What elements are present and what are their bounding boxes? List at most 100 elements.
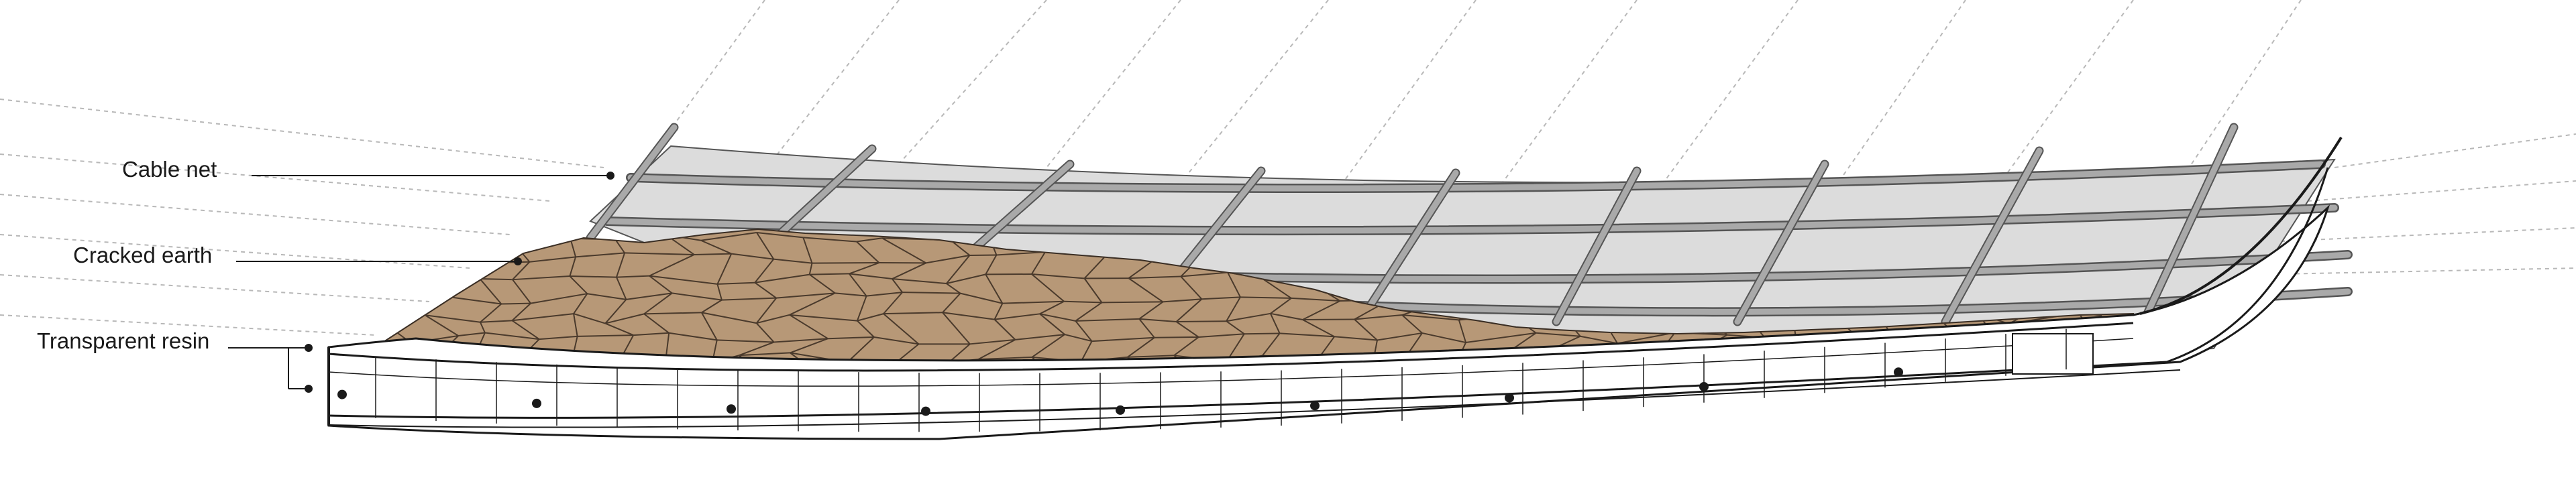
cable: [1941, 146, 2044, 326]
crack-segment: [1279, 332, 1335, 338]
crack-segment: [809, 273, 849, 275]
resin-bottom-line: [328, 369, 2181, 428]
crack-segment: [1091, 336, 1155, 342]
crack-segment: [1198, 333, 1244, 338]
crack-segment: [484, 332, 539, 340]
leader-dot: [305, 385, 313, 393]
crack-segment: [1262, 332, 1281, 357]
cable: [2142, 123, 2239, 320]
crack-segment: [396, 294, 435, 298]
crack-segment: [789, 314, 857, 322]
crack-segment: [978, 356, 1032, 361]
crack-segment: [1083, 277, 1103, 303]
crack-segment: [1176, 320, 1227, 322]
crack-segment: [756, 314, 790, 324]
crack-segment: [669, 332, 717, 341]
crack-segment: [1064, 300, 1102, 304]
crack-segment: [649, 275, 673, 294]
crack-segment: [948, 343, 971, 363]
cable: [1552, 166, 1642, 326]
crack-segment: [1458, 320, 1467, 343]
resin-right-sweep-inner: [2166, 167, 2329, 363]
crack-segment: [1244, 332, 1280, 335]
crack-segment: [942, 312, 971, 344]
crack-segment: [1128, 277, 1164, 303]
crack-segment: [386, 276, 397, 298]
crack-segment: [1262, 277, 1292, 299]
crack-segment: [425, 314, 481, 323]
crack-segment: [1163, 298, 1202, 303]
crack-segment: [1127, 355, 1175, 358]
crack-segment: [849, 262, 879, 275]
crack-segment: [1401, 314, 1459, 321]
crack-segment: [881, 237, 926, 264]
crack-segment: [716, 284, 722, 300]
crack-segment: [633, 332, 669, 336]
crack-segment: [569, 257, 577, 277]
crack-segment: [1302, 319, 1335, 338]
cable: [586, 123, 679, 243]
crack-segment: [994, 313, 1040, 320]
resin-fixings: [337, 367, 1903, 416]
leader-dot: [514, 257, 522, 265]
crack-segment: [1270, 312, 1303, 321]
crack-segment: [1139, 318, 1177, 322]
crack-segment: [573, 293, 588, 314]
crack-segment: [701, 312, 718, 340]
crack-segment: [1201, 296, 1240, 300]
crack-segment: [856, 296, 867, 321]
resin-fixing: [1310, 401, 1320, 411]
cracked-earth-label: Cracked earth: [73, 243, 213, 267]
crack-segment: [1226, 296, 1241, 322]
crack-segment: [386, 242, 402, 257]
crack-segment: [942, 312, 995, 320]
crack-segment: [828, 336, 875, 340]
crack-segment: [946, 255, 971, 284]
crack-segment: [644, 312, 702, 315]
crack-segment: [1002, 300, 1065, 304]
crack-segment: [417, 233, 476, 239]
crack-segment: [416, 234, 442, 257]
crack-segment: [1227, 272, 1241, 298]
guide-line: [0, 99, 604, 168]
crack-segment: [1127, 336, 1155, 358]
crack-segment: [1536, 332, 1580, 337]
crack-segment: [808, 263, 813, 275]
resin-fixing: [532, 398, 541, 408]
crack-segment: [883, 312, 943, 315]
crack-segment: [401, 255, 442, 258]
guide-line: [0, 314, 376, 336]
resin-lower-line: [328, 361, 2167, 419]
crack-segment: [1083, 254, 1108, 279]
crack-segment: [1031, 273, 1085, 279]
crack-segment: [756, 231, 804, 239]
crack-segment: [902, 292, 961, 294]
crack-segment: [415, 256, 442, 278]
crack-segment: [415, 276, 435, 296]
crack-segment: [616, 277, 627, 300]
crack-segment: [856, 241, 880, 263]
crack-segment: [1080, 340, 1093, 362]
crack-segment: [857, 313, 884, 322]
leader-transparent-resin: [228, 344, 313, 393]
crack-segment: [1075, 318, 1140, 322]
crack-segment: [755, 298, 777, 324]
crack-segment: [1138, 301, 1164, 320]
crack-segment: [649, 275, 718, 285]
crack-segment: [1401, 314, 1423, 334]
crack-segment: [512, 279, 531, 304]
resin-fixing: [727, 404, 736, 414]
crack-segment: [756, 232, 775, 260]
crack-segment: [386, 314, 425, 316]
crack-segment: [605, 313, 645, 324]
resin-fixing: [1116, 405, 1125, 415]
crack-segment: [789, 292, 836, 316]
crack-segment: [529, 256, 576, 263]
crack-segment: [1031, 334, 1065, 358]
guide-line: [0, 274, 430, 302]
crack-segment: [614, 239, 625, 253]
transparent-resin-label: Transparent resin: [37, 328, 210, 353]
crack-segment: [950, 239, 971, 256]
crack-segment: [739, 341, 775, 357]
crack-segment: [994, 318, 1016, 340]
